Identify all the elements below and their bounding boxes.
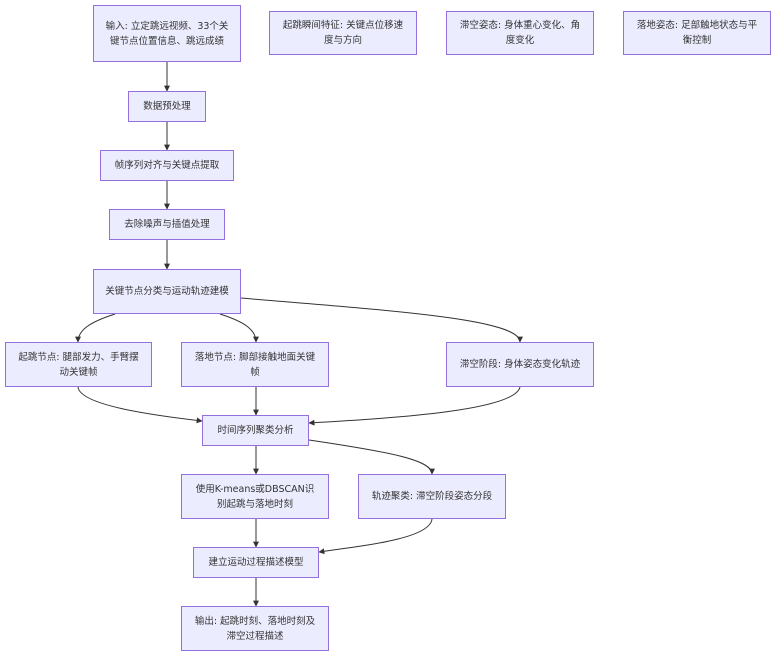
edge-traj-model bbox=[318, 518, 433, 555]
node-denoise: 去除噪声与插值处理 bbox=[109, 209, 225, 240]
node-cluster-label: 时间序列聚类分析 bbox=[217, 425, 294, 436]
node-classify: 关键节点分类与运动轨迹建模 bbox=[93, 269, 241, 314]
node-classify-label: 关键节点分类与运动轨迹建模 bbox=[105, 286, 229, 297]
node-kmeans: 使用K-means或DBSCAN识别起跳与落地时刻 bbox=[181, 474, 329, 519]
node-input-label: 输入: 立定跳远视频、33个关键节点位置信息、跳远成绩 bbox=[105, 20, 229, 47]
node-landing-pose-label: 落地姿态: 足部触地状态与平衡控制 bbox=[636, 20, 758, 46]
edge-classify-flight bbox=[240, 297, 523, 343]
node-model: 建立运动过程描述模型 bbox=[193, 547, 319, 578]
node-preprocess: 数据预处理 bbox=[128, 91, 206, 122]
node-takeoff-feature-label: 起跳瞬间特征: 关键点位移速度与方向 bbox=[282, 20, 404, 46]
node-preprocess-label: 数据预处理 bbox=[143, 101, 191, 112]
node-flight-pose: 滞空姿态: 身体重心变化、角度变化 bbox=[446, 11, 594, 55]
node-takeoff-label: 起跳节点: 腿部发力、手臂摆动关键帧 bbox=[18, 351, 139, 378]
node-align-label: 帧序列对齐与关键点提取 bbox=[114, 160, 220, 171]
node-cluster: 时间序列聚类分析 bbox=[202, 415, 309, 446]
node-landing: 落地节点: 脚部接触地面关键帧 bbox=[181, 342, 329, 387]
node-flight-stage-label: 滞空阶段: 身体姿态变化轨迹 bbox=[459, 359, 581, 370]
node-landing-label: 落地节点: 脚部接触地面关键帧 bbox=[194, 351, 316, 378]
node-landing-pose: 落地姿态: 足部触地状态与平衡控制 bbox=[623, 11, 771, 55]
node-input: 输入: 立定跳远视频、33个关键节点位置信息、跳远成绩 bbox=[93, 5, 241, 62]
node-takeoff: 起跳节点: 腿部发力、手臂摆动关键帧 bbox=[5, 342, 152, 387]
node-takeoff-feature: 起跳瞬间特征: 关键点位移速度与方向 bbox=[269, 11, 417, 55]
edge-flight-cluster bbox=[308, 386, 521, 426]
node-model-label: 建立运动过程描述模型 bbox=[208, 557, 304, 568]
node-output-label: 输出: 起跳时刻、落地时刻及滞空过程描述 bbox=[194, 615, 316, 642]
node-kmeans-label: 使用K-means或DBSCAN识别起跳与落地时刻 bbox=[195, 483, 315, 510]
edge-classify-takeoff bbox=[75, 313, 116, 343]
node-trajectory-cluster: 轨迹聚类: 滞空阶段姿态分段 bbox=[358, 474, 506, 519]
edge-classify-landing bbox=[219, 313, 259, 343]
node-denoise-label: 去除噪声与插值处理 bbox=[124, 219, 210, 230]
edge-takeoff-cluster bbox=[77, 386, 203, 424]
node-trajectory-cluster-label: 轨迹聚类: 滞空阶段姿态分段 bbox=[371, 491, 493, 502]
edge-cluster-traj bbox=[308, 439, 435, 475]
node-align: 帧序列对齐与关键点提取 bbox=[100, 150, 234, 181]
node-output: 输出: 起跳时刻、落地时刻及滞空过程描述 bbox=[181, 606, 329, 651]
node-flight-pose-label: 滞空姿态: 身体重心变化、角度变化 bbox=[459, 20, 581, 46]
node-flight-stage: 滞空阶段: 身体姿态变化轨迹 bbox=[446, 342, 594, 387]
